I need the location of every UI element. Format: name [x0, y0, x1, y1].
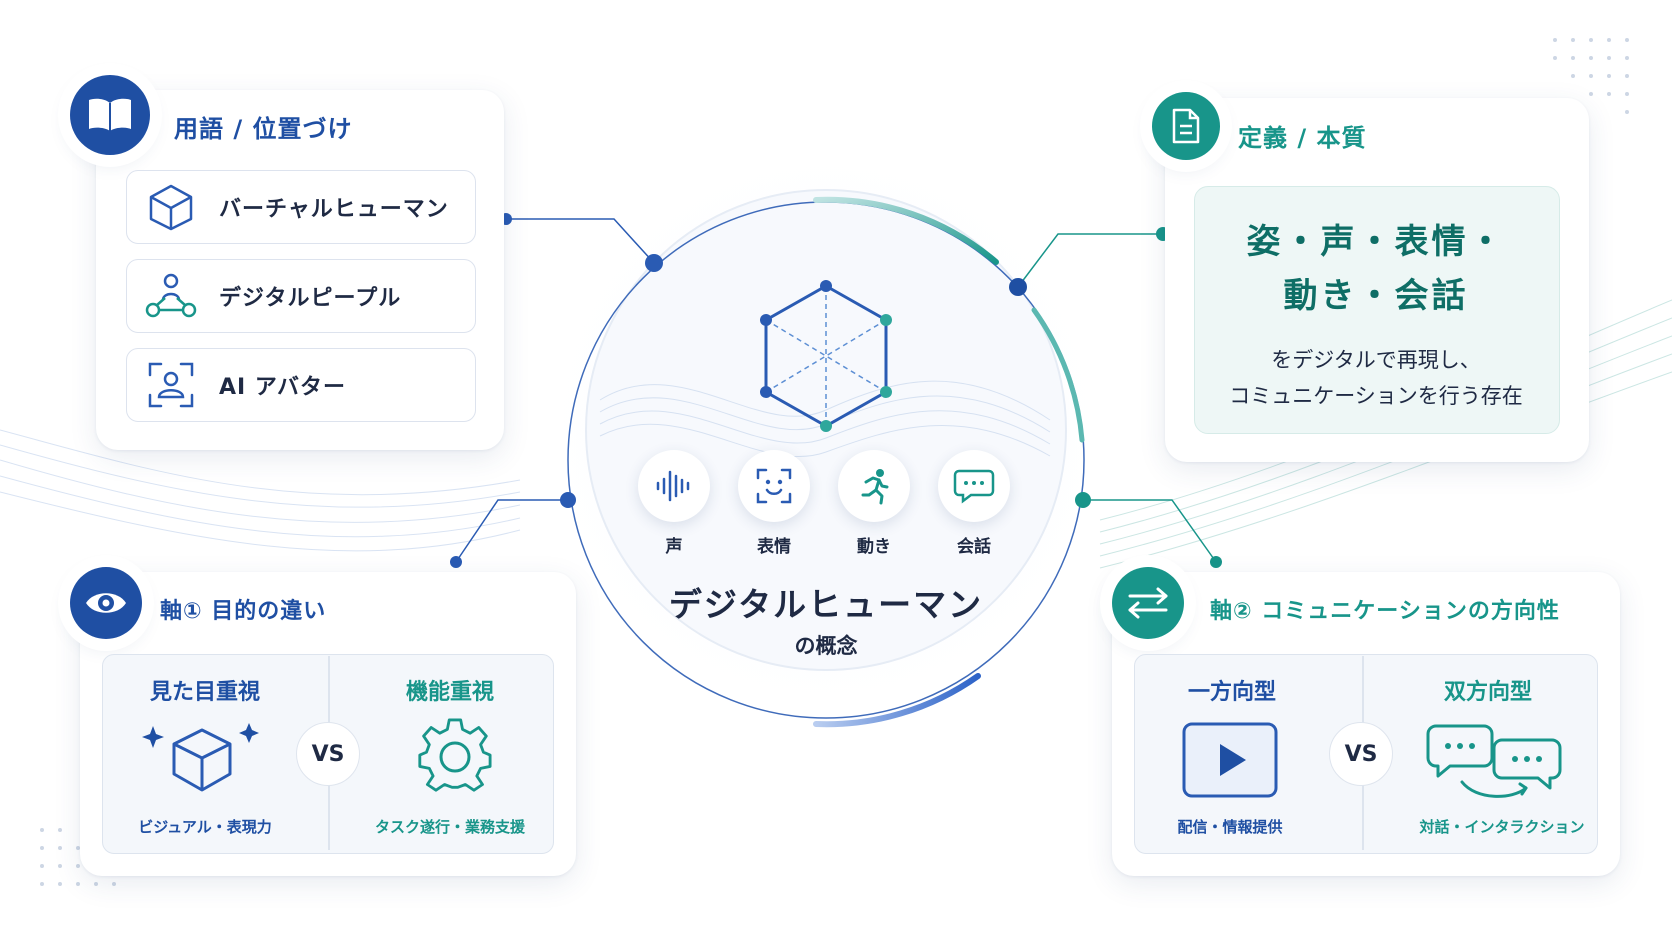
term-item: デジタルピープル [126, 259, 476, 333]
definition-badge [1152, 92, 1220, 160]
axis1-title: 軸① 目的の違い [160, 599, 327, 624]
axis2-vs-badge: VS [1329, 722, 1393, 786]
axis2-right-caption: 対話・インタラクション [1419, 818, 1585, 836]
play-button-icon [1182, 722, 1278, 798]
feature-voice [638, 450, 710, 522]
feature-conversation [938, 450, 1010, 522]
term-label: AI アバター [219, 375, 346, 400]
axis2-right-heading: 双方向型 [1443, 680, 1532, 705]
terms-badge [70, 75, 150, 155]
dialogue-bubbles-icon [1426, 724, 1562, 798]
gear-icon [418, 718, 492, 792]
axis2-left-heading: 一方向型 [1187, 680, 1276, 705]
term-item: バーチャルヒューマン [126, 170, 476, 244]
concept-title: デジタルヒューマン [668, 585, 984, 624]
definition-title: 定義 / 本質 [1238, 124, 1367, 152]
chat-bubble-icon [953, 469, 995, 504]
feature-label: 表情 [757, 537, 791, 557]
axis1-badge [70, 567, 142, 639]
book-icon [89, 98, 131, 131]
feature-label: 声 [665, 537, 683, 557]
term-label: デジタルピープル [219, 286, 402, 311]
feature-motion [838, 450, 910, 522]
feature-expression [738, 450, 810, 522]
axis1-right-heading: 機能重視 [405, 680, 494, 705]
axis2-badge [1112, 567, 1184, 639]
term-item: AI アバター [126, 348, 476, 422]
axis2-left-caption: 配信・情報提供 [1177, 818, 1283, 836]
axis1-vs-badge: VS [296, 722, 360, 786]
cube-icon [145, 181, 197, 233]
feature-label: 動き [857, 537, 891, 557]
definition-body: コミュニケーションを行う存在 [1229, 384, 1523, 408]
hexagon-cube-icon [760, 280, 892, 432]
axis1-left-caption: ビジュアル・表現力 [138, 818, 272, 836]
feature-label: 会話 [957, 537, 991, 557]
network-people-icon [145, 270, 197, 322]
avatar-frame-icon [145, 359, 197, 411]
terms-title: 用語 / 位置づけ [174, 115, 353, 143]
definition-panel [1194, 186, 1560, 434]
document-icon [1172, 108, 1200, 144]
running-person-icon [861, 469, 889, 505]
axis1-right-caption: タスク遂行・業務支援 [374, 818, 525, 836]
arrows-exchange-icon [1128, 587, 1168, 619]
definition-headline: 姿・声・表情・ [1246, 222, 1506, 262]
sparkle-cube-icon [142, 723, 259, 792]
axis1-left-heading: 見た目重視 [149, 680, 260, 705]
definition-headline: 動き・会話 [1283, 276, 1469, 316]
definition-body: をデジタルで再現し、 [1271, 348, 1481, 372]
voice-wave-icon [656, 470, 690, 502]
term-label: バーチャルヒューマン [219, 197, 449, 222]
face-scan-icon [756, 468, 792, 504]
eye-icon [86, 593, 126, 613]
concept-subtitle: の概念 [794, 634, 858, 658]
axis2-title: 軸② コミュニケーションの方向性 [1210, 599, 1560, 624]
